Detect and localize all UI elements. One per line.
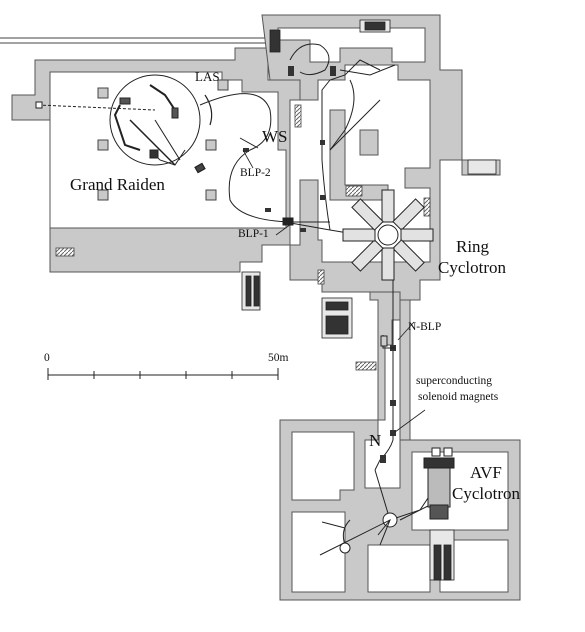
grand-raiden-spectrometer [109, 74, 201, 166]
label-leaders [242, 149, 426, 433]
n-course-label: N [369, 431, 382, 450]
scale-bar-end-label: 50m [268, 352, 289, 364]
avf-cyclotron-label-2: Cyclotron [452, 484, 520, 503]
las-label: LAS [195, 69, 220, 84]
ring-cyclotron-magnets [342, 189, 434, 281]
nblp-label: N-BLP [408, 321, 442, 333]
vents [55, 104, 431, 371]
avf-building-wall [279, 419, 521, 601]
ring-cyclotron-label-1: Ring [456, 237, 490, 256]
avf-cyclotron [423, 447, 455, 520]
scale-bar-start-label: 0 [44, 352, 50, 364]
ring-vault-inner-wall [329, 109, 389, 201]
doors [241, 19, 497, 581]
site-boundary-line [0, 37, 268, 44]
ring-area-wall [261, 14, 463, 301]
blp2-label: BLP-2 [240, 167, 271, 179]
blp1-label: BLP-1 [238, 228, 269, 240]
las-spectrometer [194, 94, 213, 174]
ws-label: WS [262, 127, 288, 146]
scale-bar [47, 368, 279, 380]
shielding-blocks [97, 79, 229, 201]
sc-magnets-label-2: solenoid magnets [418, 391, 499, 403]
avf-cyclotron-label-1: AVF [470, 463, 502, 482]
sc-magnets-label-1: superconducting [416, 375, 493, 387]
ring-cyclotron-label-2: Cyclotron [438, 258, 506, 277]
nblp-marker [380, 335, 395, 349]
ring-vault-inner-wall-2 [359, 129, 379, 156]
grand-raiden-label: Grand Raiden [70, 175, 165, 194]
